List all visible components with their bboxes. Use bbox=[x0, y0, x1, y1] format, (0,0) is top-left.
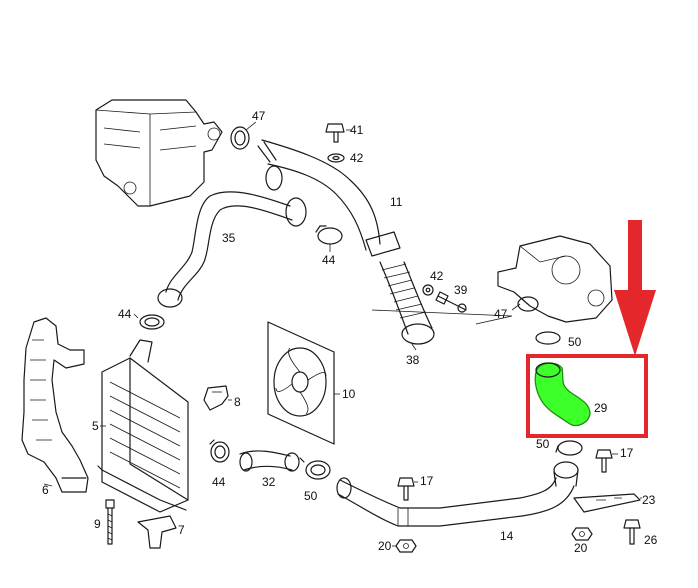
clamp-50c bbox=[299, 457, 331, 480]
callout-47-right: 47 bbox=[494, 307, 508, 321]
intercooler-5 bbox=[97, 339, 189, 513]
callout-50-lower: 50 bbox=[304, 489, 318, 503]
bracket-7 bbox=[137, 515, 177, 549]
callout-23: 23 bbox=[642, 493, 656, 507]
bracket-23 bbox=[573, 493, 642, 513]
callout-42-upper: 42 bbox=[350, 151, 364, 165]
callout-44-lower: 44 bbox=[212, 475, 226, 489]
callout-32: 32 bbox=[262, 475, 276, 489]
callout-39: 39 bbox=[454, 283, 468, 297]
clamp-47a bbox=[230, 121, 257, 150]
nut-20b bbox=[571, 527, 593, 541]
callout-35: 35 bbox=[222, 231, 236, 245]
callout-44-upper: 44 bbox=[322, 253, 336, 267]
callout-10: 10 bbox=[342, 387, 356, 401]
clamp-50b bbox=[555, 440, 583, 456]
nut-20a bbox=[392, 539, 417, 553]
callout-6: 6 bbox=[42, 483, 49, 497]
pipe-14 bbox=[336, 461, 579, 527]
engine-block bbox=[95, 99, 223, 207]
callout-50-right: 50 bbox=[568, 335, 582, 349]
fan-10 bbox=[267, 321, 340, 445]
bolt-41 bbox=[325, 123, 352, 143]
clamp-44c bbox=[209, 439, 230, 463]
clamp-50a bbox=[535, 331, 561, 345]
bolt-17b bbox=[397, 477, 418, 501]
bracket-6 bbox=[21, 317, 89, 493]
callout-20-right: 20 bbox=[574, 541, 588, 555]
callout-17-middle: 17 bbox=[420, 474, 434, 488]
washer-42b bbox=[422, 284, 434, 296]
clamp-44b bbox=[133, 313, 165, 330]
callout-17-right: 17 bbox=[620, 446, 634, 460]
sensor-8 bbox=[203, 385, 232, 411]
bolt-39 bbox=[435, 291, 467, 313]
bolt-26 bbox=[623, 519, 641, 545]
callout-20-middle: 20 bbox=[378, 539, 392, 553]
callout-11: 11 bbox=[390, 195, 403, 209]
callout-5: 5 bbox=[92, 419, 99, 433]
callout-26: 26 bbox=[644, 533, 658, 547]
callout-29: 29 bbox=[594, 401, 608, 415]
callout-38: 38 bbox=[406, 353, 420, 367]
clamp-44a bbox=[315, 225, 343, 252]
highlight-frame bbox=[526, 354, 648, 438]
callout-7: 7 bbox=[178, 523, 185, 537]
callout-9: 9 bbox=[94, 517, 101, 531]
hose-32 bbox=[239, 450, 300, 472]
callout-44-left: 44 bbox=[118, 307, 132, 321]
callout-50-lower-right: 50 bbox=[536, 437, 550, 451]
down-arrow-indicator bbox=[614, 220, 656, 356]
bolt-17a bbox=[595, 449, 618, 473]
callout-42-middle: 42 bbox=[430, 269, 444, 283]
callout-8: 8 bbox=[234, 395, 241, 409]
hose-38 bbox=[379, 261, 435, 351]
callout-41: 41 bbox=[350, 123, 364, 137]
leader-lines-upper bbox=[371, 303, 521, 325]
washer-42a bbox=[327, 153, 345, 163]
callout-14: 14 bbox=[500, 529, 514, 543]
callout-labels: 47 41 42 11 35 44 42 39 47 50 44 38 8 5 … bbox=[42, 109, 658, 555]
hose-35 bbox=[157, 191, 307, 308]
turbocharger bbox=[497, 235, 613, 323]
bolt-9 bbox=[105, 499, 115, 545]
intake-pipe-11 bbox=[257, 139, 401, 257]
hose-29-highlighted bbox=[534, 362, 591, 427]
callout-47-upper: 47 bbox=[252, 109, 266, 123]
